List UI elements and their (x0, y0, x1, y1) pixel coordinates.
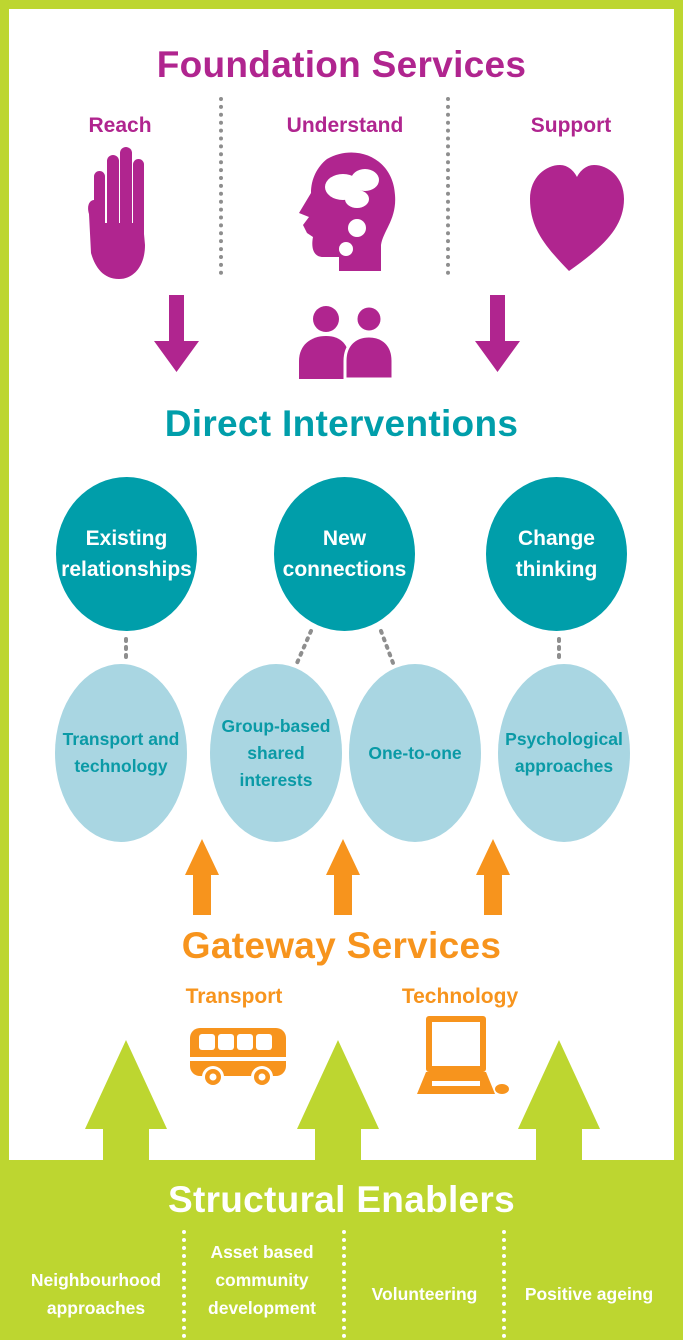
hand-icon (88, 147, 145, 279)
circle-line: Existing (85, 527, 168, 550)
circle-line: New (322, 527, 367, 550)
circle-line: shared interests (239, 742, 313, 790)
structural-item-volunteering: Volunteering (352, 1280, 497, 1308)
circle-line: Transport and (62, 729, 180, 749)
arrow-down-left (154, 295, 199, 372)
people-icon (299, 304, 395, 381)
arrow-up-center (326, 839, 360, 915)
circle-existing-relationships: Existing relationships (56, 477, 197, 631)
gateway-label-transport: Transport (185, 985, 283, 1008)
structural-line: Asset based (210, 1242, 314, 1262)
foundation-label-reach: Reach (88, 114, 152, 137)
gateway-label-technology: Technology (401, 985, 519, 1008)
structural-item-neighbourhood: Neighbourhood approaches (21, 1266, 171, 1322)
circle-transport-and-technology: Transport and technology (55, 664, 187, 842)
structural-line: approaches (46, 1298, 146, 1318)
circle-psychological-approaches: Psychological approaches (498, 664, 630, 842)
structural-line: Neighbourhood (30, 1270, 162, 1290)
diagram-graphics (85, 147, 624, 1164)
foundation-divider-left (219, 97, 223, 275)
foundation-divider-right (446, 97, 450, 275)
structural-divider-1 (182, 1230, 186, 1338)
structural-line: Positive ageing (524, 1284, 654, 1304)
circle-line: thinking (515, 558, 598, 581)
connector-dots (124, 629, 561, 665)
green-arrow-left (85, 1040, 167, 1164)
structural-line: development (208, 1298, 316, 1318)
foundation-label-support: Support (530, 114, 612, 137)
structural-item-positive-ageing: Positive ageing (514, 1280, 664, 1308)
circle-new-connections: New connections (274, 477, 415, 631)
circle-line: One-to-one (368, 742, 462, 763)
foundation-label-understand: Understand (286, 114, 404, 137)
circle-line: Psychological (505, 729, 623, 749)
circle-line: Group-based (221, 715, 331, 736)
circle-line: technology (74, 756, 168, 776)
circle-line: approaches (514, 756, 614, 776)
structural-divider-3 (502, 1230, 506, 1338)
bus-icon (190, 1028, 286, 1088)
circle-group-based-shared-interests: Group-based shared interests (210, 664, 342, 842)
foundation-title: Foundation Services (156, 44, 527, 85)
circle-change-thinking: Change thinking (486, 477, 627, 631)
structural-title: Structural Enablers (167, 1179, 516, 1220)
circle-line: connections (282, 558, 407, 581)
arrow-up-left (185, 839, 219, 915)
structural-item-asset-based: Asset based community development (189, 1238, 335, 1322)
circle-line: relationships (61, 558, 192, 581)
computer-icon (417, 1016, 509, 1094)
structural-divider-2 (342, 1230, 346, 1338)
structural-line: community (215, 1270, 309, 1290)
structural-enablers-band: Structural Enablers Neighbourhood approa… (9, 1160, 674, 1340)
gateway-title: Gateway Services (181, 925, 502, 966)
circle-line: Change (517, 527, 595, 550)
arrow-down-right (475, 295, 520, 372)
head-thought-icon (299, 152, 396, 271)
green-arrow-center (297, 1040, 379, 1164)
green-arrow-right (518, 1040, 600, 1164)
structural-line: Volunteering (371, 1284, 478, 1304)
arrow-up-right (476, 839, 510, 915)
direct-title: Direct Interventions (164, 403, 519, 444)
circle-one-to-one: One-to-one (349, 664, 481, 842)
heart-icon (530, 165, 624, 271)
